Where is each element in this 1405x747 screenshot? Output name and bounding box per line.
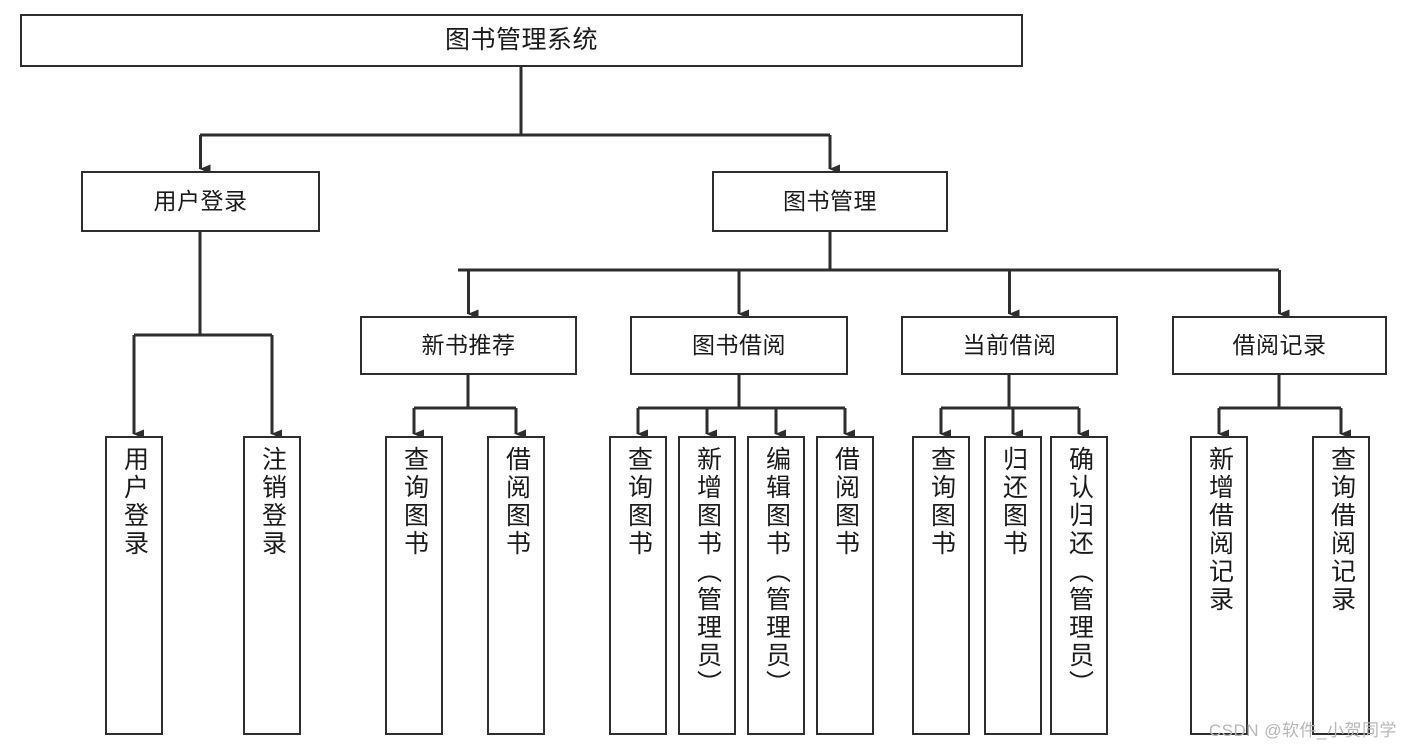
node-leaf-logout[interactable]: 注销登录 [243, 436, 301, 735]
node-label: 新书推荐 [421, 331, 516, 358]
node-leaf-bb-borrow[interactable]: 借阅图书 [816, 436, 874, 735]
node-label: 归还图书 [999, 446, 1028, 558]
connector-lines [132, 67, 1351, 439]
node-label: 新增借阅记录 [1205, 446, 1234, 614]
node-leaf-rec-query[interactable]: 查询图书 [385, 436, 443, 735]
node-label: 查询借阅记录 [1327, 446, 1356, 614]
node-label: 图书借阅 [692, 331, 786, 358]
node-label: 图书管理系统 [444, 25, 598, 54]
node-label: 借阅图书 [831, 446, 860, 558]
watermark-label: CSDN @软件_小贺同学 [1208, 721, 1397, 740]
node-label: 查询图书 [927, 446, 956, 558]
node-label: 注销登录 [258, 446, 287, 558]
node-label: 查询图书 [624, 446, 653, 558]
node-root[interactable]: 图书管理系统 [20, 14, 1023, 67]
node-label: 编辑图书（管理员） [762, 446, 791, 698]
node-leaf-cb-query[interactable]: 查询图书 [912, 436, 970, 735]
node-leaf-cb-return[interactable]: 归还图书 [984, 436, 1042, 735]
node-leaf-bb-edit[interactable]: 编辑图书（管理员） [747, 436, 805, 735]
node-book-manage[interactable]: 图书管理 [712, 171, 948, 232]
node-current-borrow[interactable]: 当前借阅 [901, 316, 1118, 375]
node-book-borrow[interactable]: 图书借阅 [630, 316, 848, 375]
node-new-book-rec[interactable]: 新书推荐 [360, 316, 577, 375]
node-leaf-br-query[interactable]: 查询借阅记录 [1312, 436, 1370, 735]
node-leaf-cb-confirm[interactable]: 确认归还（管理员） [1050, 436, 1108, 735]
node-leaf-bb-query[interactable]: 查询图书 [609, 436, 667, 735]
node-user-login[interactable]: 用户登录 [81, 171, 320, 232]
node-label: 图书管理 [783, 187, 877, 214]
node-label: 借阅图书 [502, 446, 531, 558]
node-label: 确认归还（管理员） [1065, 446, 1094, 698]
node-leaf-bb-add[interactable]: 新增图书（管理员） [678, 436, 736, 735]
node-label: 新增图书（管理员） [693, 446, 722, 698]
node-label: 查询图书 [400, 446, 429, 558]
node-leaf-user-login[interactable]: 用户登录 [105, 436, 163, 735]
node-leaf-br-add[interactable]: 新增借阅记录 [1190, 436, 1248, 735]
node-label: 借阅记录 [1232, 331, 1327, 358]
node-label: 用户登录 [120, 446, 149, 558]
node-label: 用户登录 [153, 187, 248, 214]
node-borrow-record[interactable]: 借阅记录 [1172, 316, 1387, 375]
node-leaf-rec-borrow[interactable]: 借阅图书 [487, 436, 545, 735]
node-label: 当前借阅 [962, 331, 1057, 358]
